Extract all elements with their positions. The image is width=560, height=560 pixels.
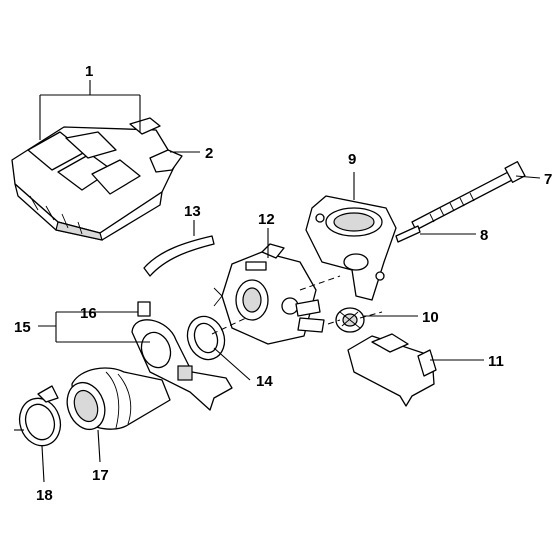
callout-8: 8 xyxy=(480,227,488,244)
callout-18: 18 xyxy=(36,487,53,504)
callout-14: 14 xyxy=(256,373,273,390)
callout-9: 9 xyxy=(348,151,356,168)
bolt[interactable] xyxy=(411,161,526,231)
callout-10: 10 xyxy=(422,309,439,326)
fuel-hose[interactable] xyxy=(143,235,215,277)
intake-boot[interactable] xyxy=(61,367,171,435)
intake-bracket[interactable] xyxy=(131,301,233,411)
callout-16: 16 xyxy=(80,305,97,322)
bracket-plate[interactable] xyxy=(347,333,437,407)
callout-7: 7 xyxy=(544,171,552,188)
leader-lines xyxy=(38,80,541,483)
callout-1: 1 xyxy=(85,63,93,80)
spacer[interactable] xyxy=(395,225,421,243)
fitting[interactable] xyxy=(335,307,365,333)
carburetor[interactable] xyxy=(213,243,325,345)
callout-2: 2 xyxy=(205,145,213,162)
callout-11: 11 xyxy=(488,353,504,370)
callout-15: 15 xyxy=(14,319,31,336)
intake-adapter[interactable] xyxy=(305,195,397,301)
callout-13: 13 xyxy=(184,203,201,220)
callout-17: 17 xyxy=(92,467,109,484)
air-filter-cover[interactable] xyxy=(11,117,183,241)
callout-12: 12 xyxy=(258,211,275,228)
hose-clamp[interactable] xyxy=(14,385,67,451)
assembly-axis xyxy=(211,275,383,335)
